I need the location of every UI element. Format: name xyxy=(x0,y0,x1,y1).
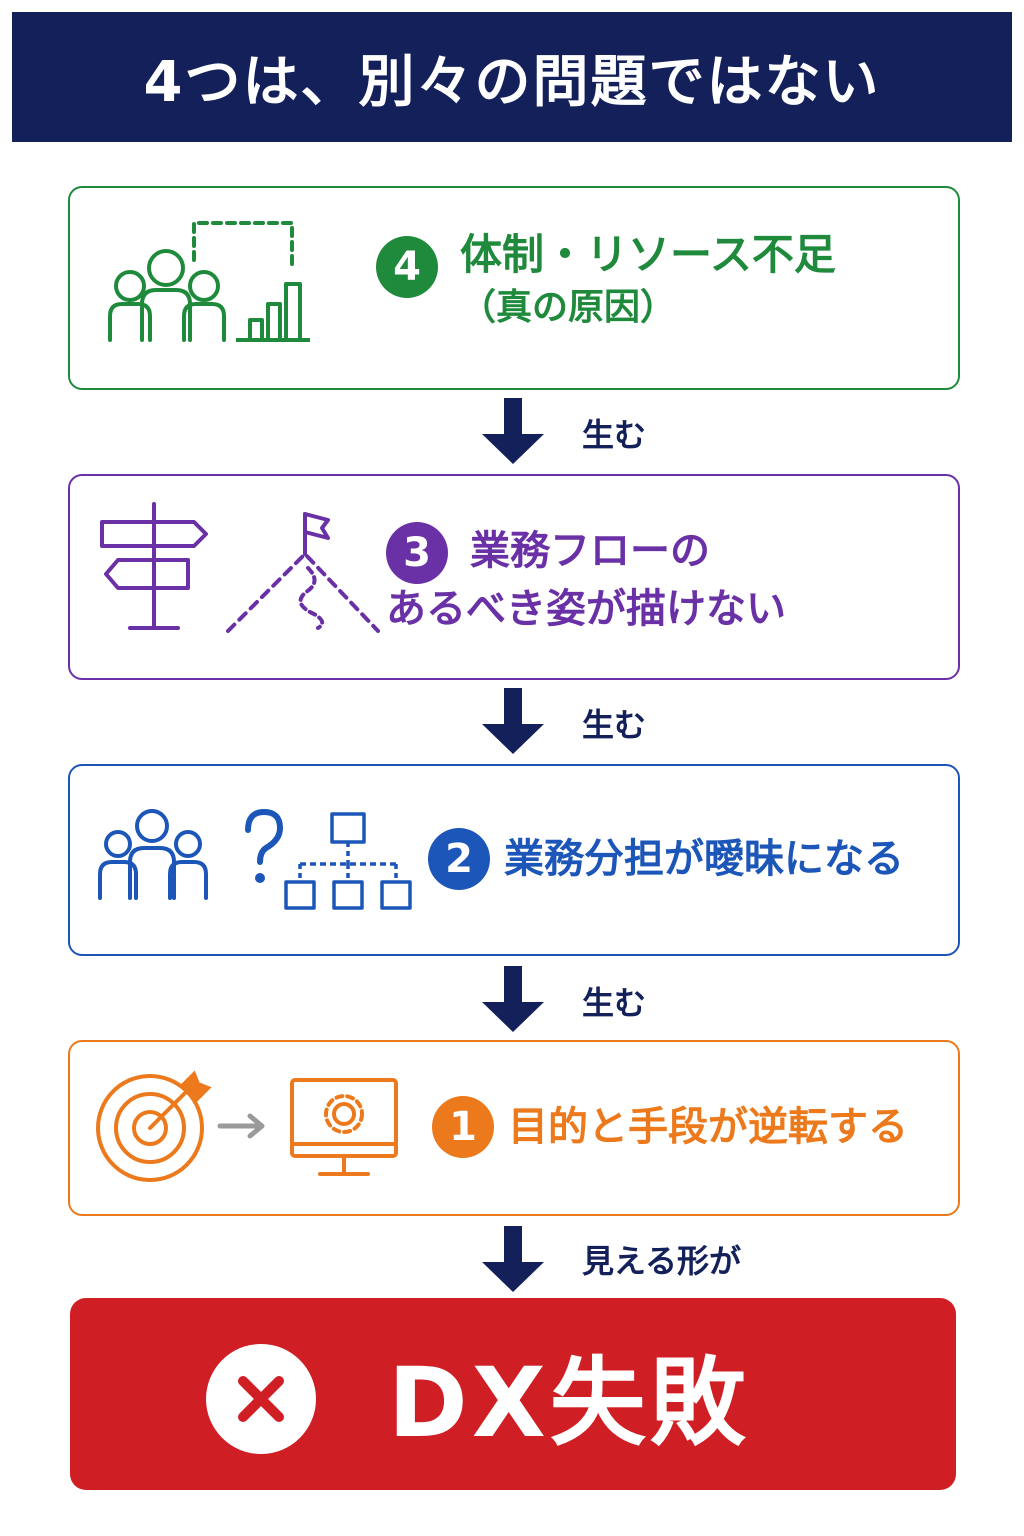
step-label: 業務フローの xyxy=(470,528,710,574)
step-box-3: 3 業務フローの あるべき姿が描けない xyxy=(68,474,960,680)
step-box-4: 4 体制・リソース不足 （真の原因） xyxy=(68,186,960,390)
down-arrow-icon xyxy=(482,966,544,1032)
people-group-icon xyxy=(108,221,294,342)
connector-label: 生む xyxy=(582,706,647,744)
bar-chart-icon xyxy=(236,282,310,342)
down-arrow-icon xyxy=(482,398,544,464)
connector-label: 生む xyxy=(582,416,647,454)
connector-label: 見える形が xyxy=(582,1242,742,1280)
step-text-1: 1 目的と手段が逆転する xyxy=(432,1096,908,1158)
step-label: 目的と手段が逆転する xyxy=(508,1104,908,1150)
people-group-icon xyxy=(98,809,208,900)
mountain-flag-icon xyxy=(226,512,380,633)
down-arrow-icon xyxy=(482,1226,544,1292)
step-box-1: 1 目的と手段が逆転する xyxy=(68,1040,960,1216)
monitor-gear-icon xyxy=(290,1078,398,1176)
step-text-4: 4 体制・リソース不足 （真の原因） xyxy=(376,226,836,332)
header-banner: 4つは、別々の問題ではない xyxy=(12,12,1012,142)
step-number-badge: 2 xyxy=(428,828,490,890)
step-label: 体制・リソース不足 xyxy=(460,230,836,279)
x-icon xyxy=(206,1344,316,1454)
step-label: 業務分担が曖昧になる xyxy=(504,836,904,882)
result-banner: DX失敗 xyxy=(70,1298,956,1490)
step-number-badge: 4 xyxy=(376,236,438,298)
result-text: DX失敗 xyxy=(388,1346,750,1459)
question-icon xyxy=(245,808,284,883)
arrow-right-icon xyxy=(217,1113,265,1139)
down-arrow-icon xyxy=(482,688,544,754)
step-label-line2: あるべき姿が描けない xyxy=(386,586,786,632)
org-chart-icon xyxy=(284,812,412,910)
step-box-2: 2 業務分担が曖昧になる xyxy=(68,764,960,956)
step-text-3: 3 業務フローの あるべき姿が描けない xyxy=(386,522,786,638)
step-text-2: 2 業務分担が曖昧になる xyxy=(428,828,904,890)
connector-label: 生む xyxy=(582,984,647,1022)
target-icon xyxy=(96,1070,212,1182)
step-sublabel: （真の原因） xyxy=(460,287,677,328)
signpost-icon xyxy=(100,502,208,630)
step-number-badge: 1 xyxy=(432,1096,494,1158)
step-number-badge: 3 xyxy=(386,522,448,584)
page-title: 4つは、別々の問題ではない xyxy=(143,49,881,115)
